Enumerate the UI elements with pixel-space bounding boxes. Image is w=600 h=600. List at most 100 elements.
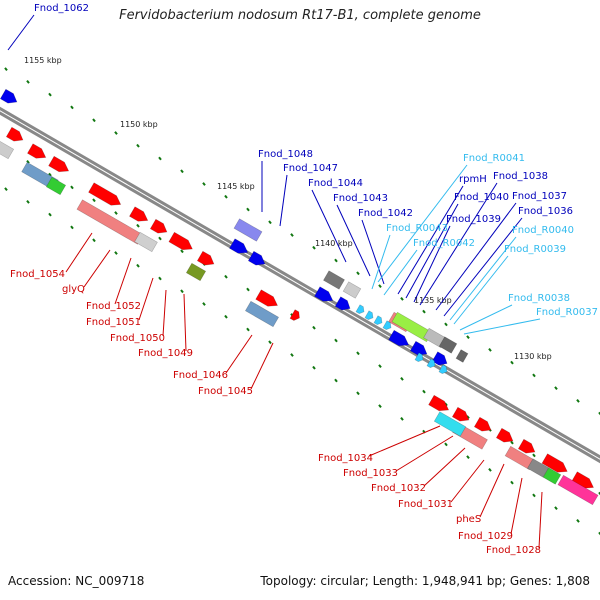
leader-line bbox=[395, 435, 454, 472]
rna-mark bbox=[438, 364, 448, 374]
gene-arrow bbox=[229, 238, 249, 254]
rna-mark bbox=[355, 304, 365, 314]
tick-mark bbox=[576, 399, 580, 403]
tick-mark bbox=[202, 302, 206, 306]
leader-line bbox=[279, 174, 288, 227]
gene-block bbox=[342, 281, 362, 299]
tick-mark bbox=[466, 335, 470, 339]
tick-mark bbox=[598, 531, 600, 536]
tick-mark bbox=[378, 284, 382, 288]
rna-mark bbox=[426, 358, 436, 368]
tick-mark bbox=[180, 169, 184, 174]
gene-arrow bbox=[428, 394, 450, 412]
gene-arrow bbox=[541, 453, 568, 473]
tick-mark bbox=[422, 389, 426, 394]
scale-label: 1155 kbp bbox=[24, 56, 62, 65]
leader-line bbox=[450, 459, 485, 503]
gene-block bbox=[323, 270, 345, 290]
scale-label: 1130 kbp bbox=[514, 352, 552, 361]
gene-label: pheS bbox=[456, 514, 481, 525]
tick-mark bbox=[312, 325, 316, 330]
gene-label: Fnod_1036 bbox=[518, 206, 573, 217]
rna-mark bbox=[414, 352, 424, 362]
leader-line bbox=[65, 232, 93, 273]
leader-line bbox=[459, 304, 513, 331]
tick-mark bbox=[4, 187, 8, 192]
gene-arrow bbox=[431, 351, 448, 366]
tick-mark bbox=[598, 491, 600, 496]
gene-label: Fnod_1034 bbox=[318, 453, 373, 464]
gene-label: Fnod_1047 bbox=[283, 163, 338, 174]
tick-mark bbox=[70, 185, 74, 190]
tick-mark bbox=[48, 212, 52, 217]
tick-mark bbox=[576, 519, 580, 523]
tick-mark bbox=[246, 327, 250, 332]
gene-label: Fnod_1046 bbox=[173, 370, 228, 381]
gene-block bbox=[557, 474, 599, 506]
leader-line bbox=[371, 234, 391, 290]
tick-mark bbox=[488, 467, 492, 472]
leader-line bbox=[538, 491, 543, 549]
tick-mark bbox=[114, 251, 118, 255]
tick-mark bbox=[26, 200, 30, 204]
tick-mark bbox=[246, 287, 250, 292]
gene-arrow bbox=[48, 155, 70, 173]
gene-labels: Fnod_1054glyQFnod_1052Fnod_1051Fnod_1050… bbox=[10, 3, 598, 556]
gene-label: Fnod_1049 bbox=[138, 348, 193, 359]
leader-line bbox=[463, 318, 541, 335]
tick-mark bbox=[312, 245, 316, 250]
tick-mark bbox=[532, 493, 536, 498]
tick-mark bbox=[378, 364, 382, 368]
gene-label: Fnod_R0039 bbox=[504, 244, 566, 255]
gene-arrow bbox=[5, 126, 24, 142]
gene-label: Fnod_1043 bbox=[333, 193, 388, 204]
tick-mark bbox=[158, 156, 162, 161]
leader-line bbox=[162, 289, 167, 337]
tick-mark bbox=[422, 309, 426, 314]
scale-label: 1150 kbp bbox=[120, 120, 158, 129]
tick-mark bbox=[114, 211, 118, 215]
rna-mark bbox=[373, 315, 383, 325]
gene-block bbox=[527, 458, 549, 478]
leader-line bbox=[114, 257, 132, 305]
leader-line bbox=[453, 255, 509, 325]
gene-block bbox=[45, 176, 67, 196]
gene-arrow bbox=[495, 427, 514, 443]
gene-block bbox=[233, 218, 263, 242]
tick-mark bbox=[290, 353, 294, 357]
gene-arrow bbox=[409, 340, 428, 356]
gene-label: Fnod_1062 bbox=[34, 3, 89, 14]
gene-block bbox=[455, 349, 469, 363]
tick-mark bbox=[224, 314, 228, 319]
leader-line bbox=[423, 447, 466, 487]
gene-label: glyQ bbox=[62, 284, 85, 295]
tick-mark bbox=[356, 391, 360, 396]
tick-mark bbox=[488, 347, 492, 352]
leader-line bbox=[250, 342, 274, 390]
leader-line bbox=[336, 204, 371, 277]
tick-mark bbox=[136, 263, 140, 268]
gene-block bbox=[542, 467, 562, 485]
tick-mark bbox=[4, 67, 8, 72]
gene-arrow bbox=[247, 250, 266, 266]
tick-mark bbox=[268, 340, 272, 345]
tick-mark bbox=[114, 131, 118, 135]
leader-line bbox=[377, 164, 468, 283]
gene-features bbox=[0, 88, 599, 506]
tick-mark bbox=[466, 455, 470, 459]
leader-line bbox=[368, 425, 441, 457]
tick-mark bbox=[92, 118, 96, 123]
tick-mark bbox=[554, 506, 558, 511]
leader-line bbox=[311, 189, 347, 263]
rna-mark bbox=[364, 310, 374, 320]
tick-mark bbox=[48, 92, 52, 97]
gene-block bbox=[76, 199, 144, 245]
leader-line bbox=[7, 14, 35, 51]
gene-arrow bbox=[517, 438, 536, 454]
tick-mark bbox=[378, 404, 382, 408]
tick-mark bbox=[444, 442, 448, 447]
tick-mark bbox=[400, 376, 404, 381]
tick-mark bbox=[532, 453, 536, 458]
